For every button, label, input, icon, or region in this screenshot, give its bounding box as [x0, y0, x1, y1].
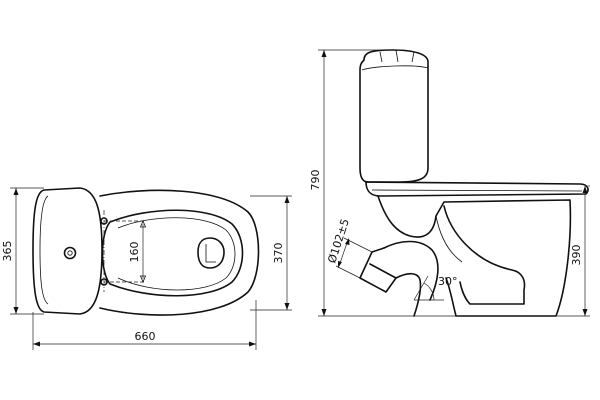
dim-790-label: 790: [309, 170, 322, 191]
dim-390-arrow-top: [582, 186, 588, 193]
dim-370-arrow-bottom: [284, 303, 290, 310]
drain-opening: [197, 237, 225, 269]
cistern-lid-line: [361, 65, 429, 71]
dim-660-arrow-right: [249, 341, 256, 347]
dim-160-label: 160: [128, 242, 141, 263]
bowl-inner-contour: [443, 205, 526, 305]
bowl-outer-outline: [99, 189, 260, 316]
dim-160-arrow-top: [139, 219, 147, 228]
dim-390-arrow-bottom: [582, 309, 588, 316]
dim-diameter-ext-b: [335, 265, 361, 279]
dim-390-label: 390: [570, 245, 583, 266]
seat-outline: [365, 181, 589, 197]
dim-660-label: 660: [135, 330, 156, 343]
cistern-side-outline: [359, 49, 429, 183]
cistern-lid-top: [379, 49, 415, 63]
side-view: Ø102±5 30° 790 390: [309, 49, 590, 317]
angle-pipe-line: [413, 275, 429, 301]
angle-arc: [423, 282, 435, 301]
dim-diameter-arrow-a: [345, 238, 350, 245]
dim-790-arrow-top: [321, 50, 327, 57]
dim-diameter-arrow-b: [338, 261, 342, 268]
bowl-inner-back: [435, 215, 463, 263]
dim-365-arrow-bottom: [13, 307, 19, 314]
cistern-top-outline: [32, 187, 103, 315]
bowl-rim-outline: [101, 209, 244, 297]
outlet-pipe-upper: [383, 240, 439, 301]
outlet-pipe-lower: [395, 272, 422, 317]
angle-label: 30°: [438, 275, 458, 288]
dim-160-arrow-bottom: [139, 275, 147, 284]
drain-opening-inner: [205, 244, 216, 263]
dim-790-arrow-bottom: [321, 309, 327, 316]
dim-370-arrow-top: [284, 196, 290, 203]
cistern-top-inner: [39, 195, 49, 305]
outlet-mouth: [359, 247, 397, 293]
flush-hole-outer: [63, 246, 77, 260]
flush-hole-inner: [67, 250, 73, 256]
bowl-rim-inner-line: [117, 217, 236, 291]
dim-660-arrow-left: [33, 341, 40, 347]
seat-lower-line: [371, 189, 583, 192]
bowl-body-outline: [377, 195, 572, 317]
top-view: 160 365 370 660: [1, 187, 292, 350]
dim-370-label: 370: [272, 243, 285, 264]
dim-365-label: 365: [1, 241, 14, 262]
dim-365-arrow-top: [13, 188, 19, 195]
